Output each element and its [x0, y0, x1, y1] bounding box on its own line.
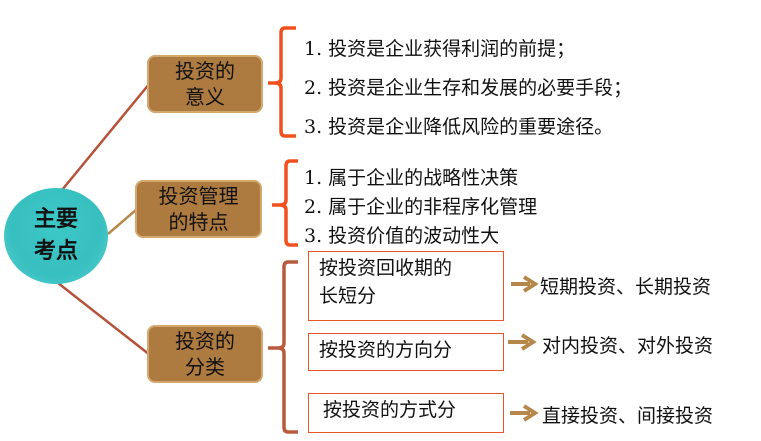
- connector-meaning: [61, 82, 151, 191]
- category-label: 按投资的方向分: [319, 339, 453, 361]
- node-label: 投资管理: [158, 184, 239, 208]
- arrow-icon: [508, 333, 537, 351]
- connector-classification: [57, 282, 151, 356]
- center-label-line1: 主要: [33, 207, 78, 232]
- category-label: 按投资的方式分: [323, 399, 457, 421]
- node-label: 的特点: [168, 210, 229, 234]
- category-box-method: 按投资的方式分: [308, 393, 504, 433]
- brace-features: [272, 159, 298, 247]
- category-result: 直接投资、间接投资: [542, 405, 714, 427]
- center-node: 主要考点: [4, 188, 108, 284]
- category-result: 对内投资、对外投资: [542, 335, 714, 357]
- category-box-term: 按投资回收期的 长短分: [308, 251, 504, 321]
- feature-item: 3. 投资价值的波动性大: [304, 225, 500, 247]
- meaning-item: 2. 投资是企业生存和发展的必要手段；: [304, 77, 633, 99]
- connector-features: [107, 208, 138, 235]
- category-label: 长短分: [319, 285, 377, 307]
- meaning-item: 1. 投资是企业获得利润的前提；: [304, 38, 576, 60]
- feature-item: 1. 属于企业的战略性决策: [304, 167, 519, 189]
- feature-item: 2. 属于企业的非程序化管理: [304, 196, 538, 218]
- center-label-line2: 考点: [33, 239, 78, 264]
- node-features: 投资管理的特点: [135, 180, 262, 238]
- node-classification: 投资的分类: [147, 325, 263, 383]
- category-box-direction: 按投资的方向分: [308, 333, 504, 371]
- brace-classification: [268, 260, 298, 434]
- node-label: 意义: [185, 85, 225, 109]
- node-label: 投资的: [175, 329, 235, 353]
- node-label: 投资的: [175, 59, 235, 83]
- node-meaning: 投资的意义: [147, 55, 263, 113]
- node-label: 分类: [185, 355, 225, 379]
- arrow-icon: [511, 275, 539, 293]
- meaning-item: 3. 投资是企业降低风险的重要途径。: [304, 116, 614, 138]
- category-label: 按投资回收期的: [319, 257, 453, 279]
- arrow-icon: [510, 404, 539, 422]
- category-result: 短期投资、长期投资: [540, 276, 712, 298]
- brace-meaning: [268, 26, 296, 138]
